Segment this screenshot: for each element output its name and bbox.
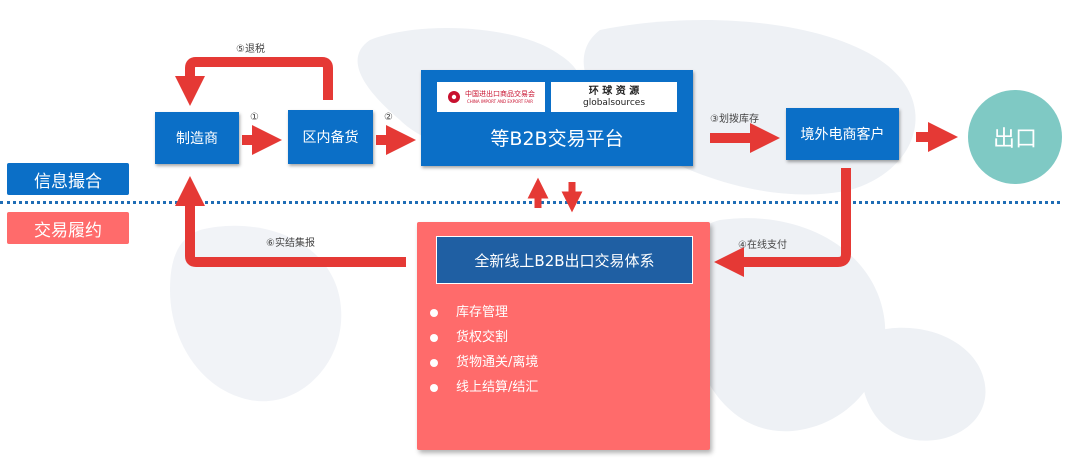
- feature-item: 货权交割: [430, 325, 538, 350]
- step-label-4: ④在线支付: [738, 240, 787, 251]
- node-overseas-customer: 境外电商客户: [786, 108, 899, 160]
- step-label-2: ②: [384, 112, 393, 123]
- node-export: 出口: [968, 90, 1062, 184]
- step-label-3: ③划拨库存: [710, 114, 759, 125]
- feature-item: 货物通关/离境: [430, 350, 538, 375]
- node-zone-stock: 区内备货: [288, 110, 373, 164]
- node-b2b-platform: 中国进出口商品交易会 CHINA IMPORT AND EXPORT FAIR …: [421, 70, 693, 166]
- platform-logos: 中国进出口商品交易会 CHINA IMPORT AND EXPORT FAIR …: [437, 82, 677, 112]
- canton-flower-icon: [448, 91, 460, 103]
- arrow-step-4: [713, 168, 851, 277]
- step-label-6: ⑥实结集报: [266, 238, 315, 249]
- logo-canton-en: CHINA IMPORT AND EXPORT FAIR: [466, 98, 534, 104]
- feature-list: 库存管理 货权交割 货物通关/离境 线上结算/结汇: [430, 300, 538, 400]
- platform-title: 等B2B交易平台: [490, 128, 624, 150]
- step-label-1: ①: [250, 112, 259, 123]
- logo-canton-cn: 中国进出口商品交易会: [465, 89, 535, 98]
- node-manufacturer: 制造商: [155, 112, 239, 164]
- logo-global-sources: 环 球 资 源 globalsources: [551, 82, 677, 112]
- logo-gs-cn: 环 球 资 源: [588, 85, 640, 97]
- label-info-matching: 信息撮合: [7, 163, 129, 195]
- feature-item: 库存管理: [430, 300, 538, 325]
- logo-canton-fair: 中国进出口商品交易会 CHINA IMPORT AND EXPORT FAIR: [437, 82, 545, 112]
- step-label-5: ⑤退税: [236, 44, 265, 55]
- logo-gs-en: globalsources: [582, 97, 646, 108]
- system-header: 全新线上B2B出口交易体系: [436, 236, 693, 284]
- label-trade-fulfillment: 交易履约: [7, 212, 129, 244]
- separator-line: [0, 201, 1060, 204]
- arrow-tax-refund: [175, 57, 333, 107]
- arrow-step-6: [175, 175, 406, 267]
- feature-item: 线上结算/结汇: [430, 375, 538, 400]
